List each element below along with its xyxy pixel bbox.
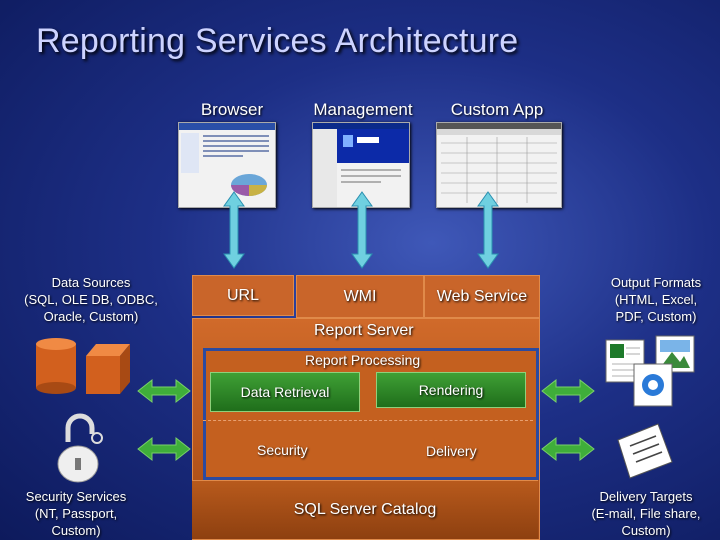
letter-icon [617,423,673,479]
delivery-targets-line2: (E-mail, File share, [591,506,701,521]
catalog-label: SQL Server Catalog [293,501,437,518]
data-sources-arrow [137,378,191,404]
data-sources-line3: Oracle, Custom) [43,309,139,324]
security-services-line3: Custom) [51,523,101,538]
output-format-icons [605,335,695,407]
delivery-targets-arrow [541,436,595,462]
data-sources-label: Data Sources (SQL, OLE DB, ODBC, Oracle,… [14,274,168,325]
rendering-label: Rendering [418,382,484,398]
web-service-interface: Web Service [424,275,540,318]
data-sources-line1: Data Sources [51,275,131,290]
custom-app-screenshot [436,122,562,208]
delivery-targets-line3: Custom) [621,523,671,538]
output-formats-line1: Output Formats [610,275,702,290]
output-formats-line2: (HTML, Excel, [614,292,698,307]
url-interface: URL [192,275,294,316]
data-retrieval-box: Data Retrieval [210,372,360,412]
output-formats-arrow [541,378,595,404]
wmi-interface: WMI [296,275,424,318]
sql-server-catalog: SQL Server Catalog [192,480,538,539]
data-retrieval-label: Data Retrieval [240,384,330,400]
wmi-label: WMI [343,287,377,305]
management-arrow [351,191,373,269]
report-server-label: Report Server [314,322,414,339]
security-services-line1: Security Services [25,489,127,504]
output-formats-line3: PDF, Custom) [615,309,697,324]
report-processing-box [203,348,539,480]
divider-line [203,420,533,421]
data-sources-icon [36,338,130,394]
delivery-targets-label: Delivery Targets (E-mail, File share, Cu… [576,488,716,539]
report-processing-label: Report Processing [305,352,421,368]
output-formats-label: Output Formats (HTML, Excel, PDF, Custom… [596,274,716,325]
custom-app-arrow [477,191,499,269]
management-screenshot [312,122,410,208]
web-service-label: Web Service [436,287,528,305]
management-label: Management [313,100,413,119]
browser-arrow [223,191,245,269]
security-label: Security [257,442,308,458]
security-arrow [137,436,191,462]
custom-app-label: Custom App [450,100,544,119]
security-services-line2: (NT, Passport, [34,506,118,521]
delivery-label: Delivery [426,443,477,459]
page-title: Reporting Services Architecture [36,22,519,60]
browser-screenshot [178,122,276,208]
delivery-targets-line1: Delivery Targets [599,489,693,504]
url-label: URL [227,286,260,304]
security-services-label: Security Services (NT, Passport, Custom) [14,488,138,539]
rendering-box: Rendering [376,372,526,408]
data-sources-line2: (SQL, OLE DB, ODBC, [24,292,158,307]
browser-label: Browser [200,100,264,119]
padlock-icon [57,413,103,483]
